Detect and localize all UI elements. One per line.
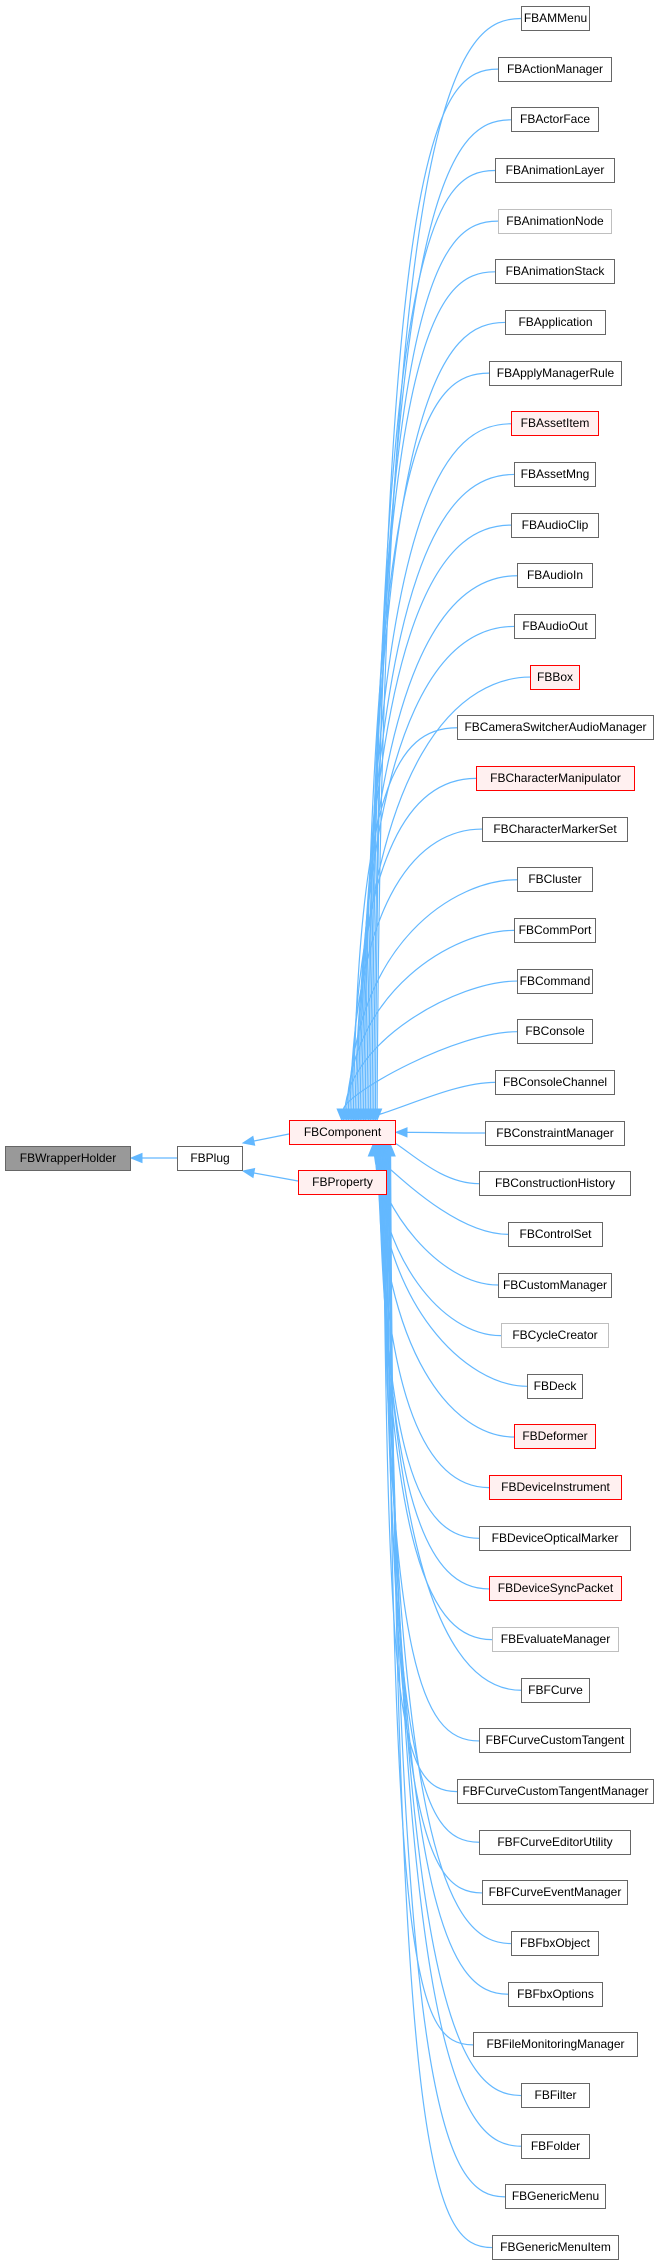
edge-fbanimationstack (368, 271, 496, 1110)
node-root: FBWrapperHolder (5, 1146, 131, 1171)
node-fbdeformer[interactable]: FBDeformer (514, 1424, 596, 1449)
edge-fbcameraswitcheraudiomanager (352, 727, 458, 1110)
node-fbconsole[interactable]: FBConsole (517, 1019, 593, 1044)
node-fbcyclecreator[interactable]: FBCycleCreator (501, 1323, 609, 1348)
node-fbcommport[interactable]: FBCommPort (514, 918, 596, 943)
node-fbassetmng[interactable]: FBAssetMng (514, 462, 596, 487)
node-fbgenericmenuitem[interactable]: FBGenericMenuItem (492, 2235, 619, 2260)
node-fbfcurvecustomtangent[interactable]: FBFCurveCustomTangent (479, 1728, 631, 1753)
edge-fbconsole (342, 1031, 518, 1110)
arrowhead-fbgenericmenuitem (385, 1143, 396, 1157)
node-fbapplymanagerrule[interactable]: FBApplyManagerRule (489, 361, 622, 386)
node-fbevaluatemanager[interactable]: FBEvaluateManager (492, 1627, 619, 1652)
node-fbdeck[interactable]: FBDeck (527, 1374, 583, 1399)
edge-fbcommport (346, 929, 515, 1110)
edge-fbfcurve (380, 1155, 522, 1691)
edge-fbactorface (373, 119, 512, 1110)
edge-fbdeformer (376, 1155, 515, 1438)
node-fbfcurveeditorutility[interactable]: FBFCurveEditorUtility (479, 1830, 631, 1855)
node-fbconstraintmanager[interactable]: FBConstraintManager (485, 1121, 625, 1146)
node-level1[interactable]: FBPlug (177, 1146, 243, 1171)
edge-fbfbxoptions (385, 1155, 509, 1995)
edge-fbanimationlayer (371, 169, 496, 1110)
edge-fbfilemonitoringmanager (386, 1155, 474, 2046)
node-fbfcurveeventmanager[interactable]: FBFCurveEventManager (482, 1880, 628, 1905)
edge-fbcharactermanipulator (351, 777, 477, 1110)
edge-fbconstraintmanager (406, 1131, 486, 1134)
node-fbgenericmenu[interactable]: FBGenericMenu (505, 2184, 606, 2209)
node-fbcustommanager[interactable]: FBCustomManager (498, 1273, 612, 1298)
arrowhead-fbplug-bottom (241, 1167, 256, 1179)
node-fbapplication[interactable]: FBApplication (505, 310, 606, 335)
node-fbconstructionhistory[interactable]: FBConstructionHistory (479, 1171, 631, 1196)
node-fbcommand[interactable]: FBCommand (517, 969, 593, 994)
edge-fbconsolechannel (341, 1081, 496, 1120)
edge-fbfcurvecustomtangent (381, 1155, 480, 1742)
node-fbcameraswitcheraudiomanager[interactable]: FBCameraSwitcherAudioManager (457, 715, 654, 740)
edge-fbdeviceinstrument (377, 1155, 490, 1489)
node-fbdeviceinstrument[interactable]: FBDeviceInstrument (489, 1475, 622, 1500)
node-fbfbxobject[interactable]: FBFbxObject (511, 1931, 599, 1956)
node-fbaudioout[interactable]: FBAudioOut (514, 614, 596, 639)
node-fbfcurve[interactable]: FBFCurve (521, 1678, 590, 1703)
node-fbactionmanager[interactable]: FBActionManager (498, 57, 612, 82)
edge-fbgenericmenuitem (389, 1155, 493, 2249)
node-fbcluster[interactable]: FBCluster (517, 867, 593, 892)
node-fbanimationlayer[interactable]: FBAnimationLayer (495, 158, 615, 183)
node-fbconsolechannel[interactable]: FBConsoleChannel (495, 1070, 615, 1095)
edge-fbcluster (347, 879, 518, 1110)
arrowhead-fbplug-top (241, 1135, 256, 1146)
edge-fbammenu (376, 17, 522, 1110)
node-fbfilter[interactable]: FBFilter (521, 2083, 590, 2108)
arrowhead-fbconsolechannel (336, 1108, 347, 1122)
node-fbcharactermanipulator[interactable]: FBCharacterManipulator (476, 766, 635, 791)
edge-fbcharactermarkerset (349, 828, 483, 1110)
node-fbaudioclip[interactable]: FBAudioClip (511, 513, 599, 538)
arrowhead-fbconstraintmanager (394, 1127, 408, 1138)
node-fbammenu[interactable]: FBAMMenu (521, 6, 590, 31)
node-fbfilemonitoringmanager[interactable]: FBFileMonitoringManager (473, 2032, 638, 2057)
edge-fbproperty-to-fbplug (253, 1172, 299, 1182)
edge-fbassetmng (361, 473, 515, 1110)
node-fbanimationstack[interactable]: FBAnimationStack (495, 259, 615, 284)
node-fbfcurvecustomtangentmanager[interactable]: FBFCurveCustomTangentManager (457, 1779, 654, 1804)
node-fbdeviceopticalmarker[interactable]: FBDeviceOpticalMarker (479, 1526, 631, 1551)
arrowhead-wrapperholder (129, 1152, 143, 1164)
node-fbfolder[interactable]: FBFolder (521, 2134, 590, 2159)
node-fbcharactermarkerset[interactable]: FBCharacterMarkerSet (482, 817, 628, 842)
edge-fbapplymanagerrule (364, 372, 490, 1110)
edge-fbcommand (344, 980, 518, 1110)
node-fbanimationnode[interactable]: FBAnimationNode (498, 209, 612, 234)
node-fbcontrolset[interactable]: FBControlSet (508, 1222, 603, 1247)
edge-fbbox (354, 676, 531, 1110)
node-fbdevicesyncpacket[interactable]: FBDeviceSyncPacket (489, 1576, 622, 1601)
node-fbfbxoptions[interactable]: FBFbxOptions (508, 1982, 603, 2007)
node-fbactorface[interactable]: FBActorFace (511, 107, 599, 132)
node-fbproperty[interactable]: FBProperty (298, 1170, 387, 1195)
node-fbcomponent[interactable]: FBComponent (289, 1120, 396, 1145)
node-fbassetitem[interactable]: FBAssetItem (511, 411, 599, 436)
node-fbbox[interactable]: FBBox (530, 665, 580, 690)
node-fbaudioin[interactable]: FBAudioIn (517, 563, 593, 588)
edge-fbcomponent-to-fbplug (253, 1133, 290, 1142)
